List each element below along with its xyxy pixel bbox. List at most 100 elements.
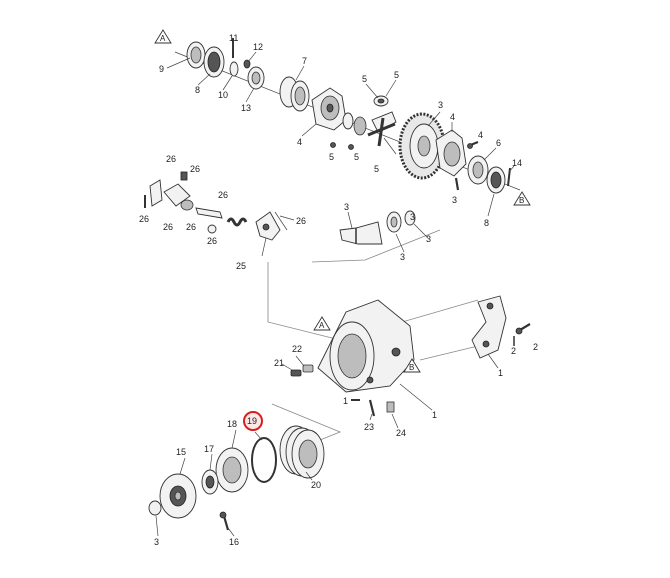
callout-13[interactable]: 13: [241, 103, 251, 113]
part-15-flange[interactable]: [159, 473, 197, 519]
part-12-lock[interactable]: [243, 59, 251, 69]
part-18-hub[interactable]: [215, 447, 249, 493]
callout-3[interactable]: 3: [438, 100, 443, 110]
part-13-adjuster[interactable]: [247, 66, 265, 90]
callout-4[interactable]: 4: [450, 112, 455, 122]
callout-4[interactable]: 4: [478, 130, 483, 140]
callout-10[interactable]: 10: [218, 90, 228, 100]
callout-12[interactable]: 12: [253, 42, 263, 52]
part-26-plate[interactable]: [163, 171, 194, 211]
callout-3[interactable]: 3: [410, 212, 415, 222]
callout-labels: 11 12 9 8 10 13 7 4 5 5 5 5 5 3 4 4 6 14…: [139, 33, 538, 547]
callout-18[interactable]: 18: [227, 419, 237, 429]
part-8-bearing-cup-right[interactable]: [486, 166, 506, 194]
part-3-pinion[interactable]: [339, 221, 383, 245]
callout-3[interactable]: 3: [154, 537, 159, 547]
callout-24[interactable]: 24: [396, 428, 406, 438]
callout-9[interactable]: 9: [159, 64, 164, 74]
callout-2[interactable]: 2: [511, 346, 516, 356]
callout-15[interactable]: 15: [176, 447, 186, 457]
part-1-housing[interactable]: [317, 299, 415, 393]
part-3-flange-nut[interactable]: [148, 500, 162, 516]
callout-5[interactable]: 5: [354, 152, 359, 162]
part-26-bracket[interactable]: [144, 179, 163, 208]
part-5-side-gears[interactable]: [342, 95, 397, 147]
callout-26[interactable]: 26: [207, 236, 217, 246]
callout-3[interactable]: 3: [426, 234, 431, 244]
callout-7[interactable]: 7: [302, 56, 307, 66]
callout-3[interactable]: 3: [452, 195, 457, 205]
part-6-bearing[interactable]: [467, 155, 489, 185]
callout-4[interactable]: 4: [297, 137, 302, 147]
callout-26[interactable]: 26: [166, 154, 176, 164]
part-1-bearing-cap[interactable]: [471, 295, 507, 359]
part-19-o-ring[interactable]: [251, 437, 277, 483]
svg-text:B: B: [409, 363, 414, 372]
callout-3[interactable]: 3: [344, 202, 349, 212]
callout-21[interactable]: 21: [274, 358, 284, 368]
part-22-plug[interactable]: [302, 364, 314, 373]
callout-26[interactable]: 26: [296, 216, 306, 226]
part-9-bearing[interactable]: [186, 41, 206, 69]
callout-20[interactable]: 20: [311, 480, 321, 490]
ref-marker-b-top: B: [513, 191, 531, 206]
part-4-case-half[interactable]: [311, 87, 347, 131]
callout-5[interactable]: 5: [329, 152, 334, 162]
part-26-shaft[interactable]: [195, 207, 223, 219]
part-7-bearing[interactable]: [279, 76, 310, 112]
part-17-seal[interactable]: [201, 469, 219, 495]
part-3-pinion-bearing[interactable]: [386, 211, 402, 233]
part-26-shift-fork[interactable]: [255, 211, 281, 241]
differential-assembly: A B: [154, 29, 531, 206]
part-2-bolt[interactable]: [513, 323, 531, 346]
callout-26[interactable]: 26: [139, 214, 149, 224]
callout-5[interactable]: 5: [362, 74, 367, 84]
callout-17[interactable]: 17: [204, 444, 214, 454]
part-26-seal[interactable]: [207, 224, 217, 234]
callout-5[interactable]: 5: [374, 164, 379, 174]
leader-lines: [155, 42, 515, 537]
part-4-bolt[interactable]: [467, 140, 479, 149]
part-16-bolt[interactable]: [219, 511, 230, 531]
callout-26[interactable]: 26: [186, 222, 196, 232]
callout-3[interactable]: 3: [400, 252, 405, 262]
callout-1[interactable]: 1: [343, 396, 348, 406]
shift-fork-group: [144, 171, 288, 241]
callout-26[interactable]: 26: [218, 190, 228, 200]
callout-8[interactable]: 8: [195, 85, 200, 95]
part-23-bolt[interactable]: [368, 399, 376, 417]
callout-26[interactable]: 26: [190, 164, 200, 174]
part-8-bearing-cup[interactable]: [203, 46, 225, 78]
svg-text:19: 19: [247, 416, 257, 426]
callout-8[interactable]: 8: [484, 218, 489, 228]
part-4-case-half-2[interactable]: [435, 129, 467, 177]
callout-22[interactable]: 22: [292, 344, 302, 354]
callout-19-highlighted[interactable]: 19: [243, 411, 263, 431]
callout-2[interactable]: 2: [533, 342, 538, 352]
part-24-bolt[interactable]: [386, 401, 395, 413]
svg-text:A: A: [160, 34, 166, 43]
callout-1[interactable]: 1: [498, 368, 503, 378]
pinion-group: [311, 210, 441, 263]
callout-5[interactable]: 5: [394, 70, 399, 80]
callout-11[interactable]: 11: [229, 33, 238, 43]
callout-6[interactable]: 6: [496, 138, 501, 148]
svg-text:A: A: [319, 321, 325, 330]
callout-26[interactable]: 26: [163, 222, 173, 232]
part-21-breather[interactable]: [290, 369, 302, 377]
svg-text:B: B: [519, 196, 524, 205]
part-3-ring-gear[interactable]: [398, 112, 446, 180]
part-5-bolt-lower[interactable]: [330, 142, 354, 150]
part-3-bolt[interactable]: [454, 177, 460, 191]
part-20-friction-pack[interactable]: [279, 425, 325, 479]
callout-23[interactable]: 23: [364, 422, 374, 432]
part-3-pinion-nut[interactable]: [404, 210, 416, 226]
callout-25[interactable]: 25: [236, 261, 246, 271]
part-10-ring[interactable]: [229, 61, 239, 77]
part-26-spring[interactable]: [226, 217, 248, 227]
callout-16[interactable]: 16: [229, 537, 239, 547]
callout-14[interactable]: 14: [512, 158, 522, 168]
callout-1[interactable]: 1: [432, 410, 437, 420]
housing-group: A B: [267, 262, 531, 417]
